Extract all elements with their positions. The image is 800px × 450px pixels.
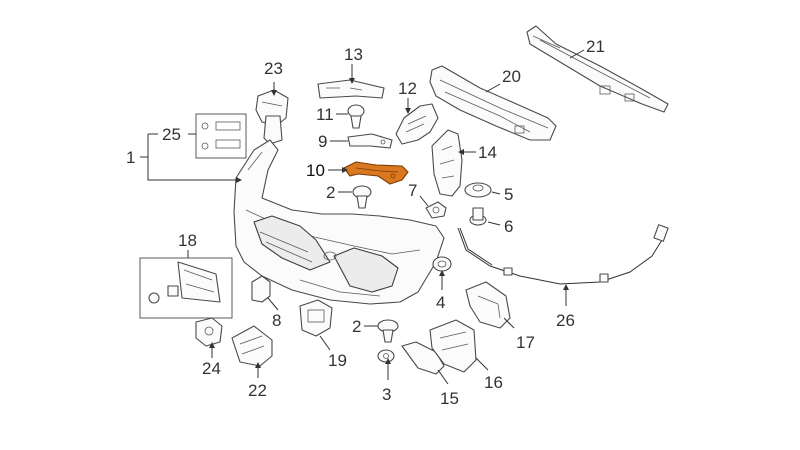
callout-17[interactable]: 17 bbox=[516, 333, 535, 352]
callout-4[interactable]: 4 bbox=[436, 293, 445, 312]
callout-26[interactable]: 26 bbox=[556, 311, 575, 330]
part-25-clip-set-box[interactable] bbox=[195, 113, 247, 159]
callout-3[interactable]: 3 bbox=[382, 385, 391, 404]
callout-10[interactable]: 10 bbox=[306, 161, 325, 180]
callout-25[interactable]: 25 bbox=[162, 125, 181, 144]
part-17-fog-bracket[interactable] bbox=[465, 281, 511, 329]
leader-lines bbox=[140, 49, 585, 385]
part-2-lower-clip[interactable] bbox=[377, 319, 399, 343]
callout-24[interactable]: 24 bbox=[202, 359, 221, 378]
part-9-bracket[interactable] bbox=[347, 133, 393, 149]
part-20-energy-absorber[interactable] bbox=[429, 65, 557, 141]
part-12-side-bracket[interactable] bbox=[395, 103, 439, 145]
callout-2-upper[interactable]: 2 bbox=[326, 183, 335, 202]
part-24-sensor-clip[interactable] bbox=[195, 317, 223, 347]
part-13-upper-bracket[interactable] bbox=[317, 79, 385, 99]
part-15-lower-cover[interactable] bbox=[401, 341, 445, 375]
part-1-bumper-cover[interactable] bbox=[233, 139, 445, 305]
part-11-clip[interactable] bbox=[347, 104, 365, 129]
part-10-bracket-highlighted[interactable] bbox=[343, 161, 409, 185]
callout-6[interactable]: 6 bbox=[504, 217, 513, 236]
part-21-reinforcement-bar[interactable] bbox=[526, 25, 669, 113]
callout-5[interactable]: 5 bbox=[504, 185, 513, 204]
callout-13[interactable]: 13 bbox=[344, 45, 363, 64]
part-19-sensor-retainer[interactable] bbox=[299, 299, 333, 337]
callout-15[interactable]: 15 bbox=[440, 389, 459, 408]
callout-8[interactable]: 8 bbox=[272, 311, 281, 330]
part-5-nut[interactable] bbox=[464, 182, 492, 198]
part-7-clip[interactable] bbox=[425, 201, 447, 219]
callout-2-lower[interactable]: 2 bbox=[352, 317, 361, 336]
part-2-upper-clip[interactable] bbox=[352, 185, 372, 209]
callout-22[interactable]: 22 bbox=[248, 381, 267, 400]
part-22-parking-sensor[interactable] bbox=[231, 325, 273, 367]
part-18-license-bracket-box[interactable] bbox=[139, 257, 233, 319]
callout-21[interactable]: 21 bbox=[586, 37, 605, 56]
callout-11[interactable]: 11 bbox=[316, 105, 334, 124]
callout-14[interactable]: 14 bbox=[478, 143, 497, 162]
part-23-sensor-bracket[interactable] bbox=[255, 89, 289, 145]
callout-18[interactable]: 18 bbox=[178, 231, 197, 250]
part-6-bolt[interactable] bbox=[469, 207, 487, 226]
callout-19[interactable]: 19 bbox=[328, 351, 347, 370]
callout-12[interactable]: 12 bbox=[398, 79, 417, 98]
part-26-wire-harness[interactable] bbox=[457, 224, 669, 285]
part-4-grommet[interactable] bbox=[432, 256, 452, 272]
callout-9[interactable]: 9 bbox=[318, 132, 327, 151]
part-16-lower-bracket[interactable] bbox=[429, 319, 477, 373]
callout-labels: 1 25 23 13 11 9 10 12 14 20 21 2 7 5 6 4… bbox=[126, 37, 605, 408]
callout-23[interactable]: 23 bbox=[264, 59, 283, 78]
part-8-tow-hook-cap[interactable] bbox=[251, 275, 271, 303]
callout-1[interactable]: 1 bbox=[126, 148, 135, 167]
callout-20[interactable]: 20 bbox=[502, 67, 521, 86]
callout-16[interactable]: 16 bbox=[484, 373, 503, 392]
part-14-side-retainer[interactable] bbox=[431, 129, 463, 197]
callout-7[interactable]: 7 bbox=[408, 181, 417, 200]
part-3-nut[interactable] bbox=[377, 349, 395, 363]
